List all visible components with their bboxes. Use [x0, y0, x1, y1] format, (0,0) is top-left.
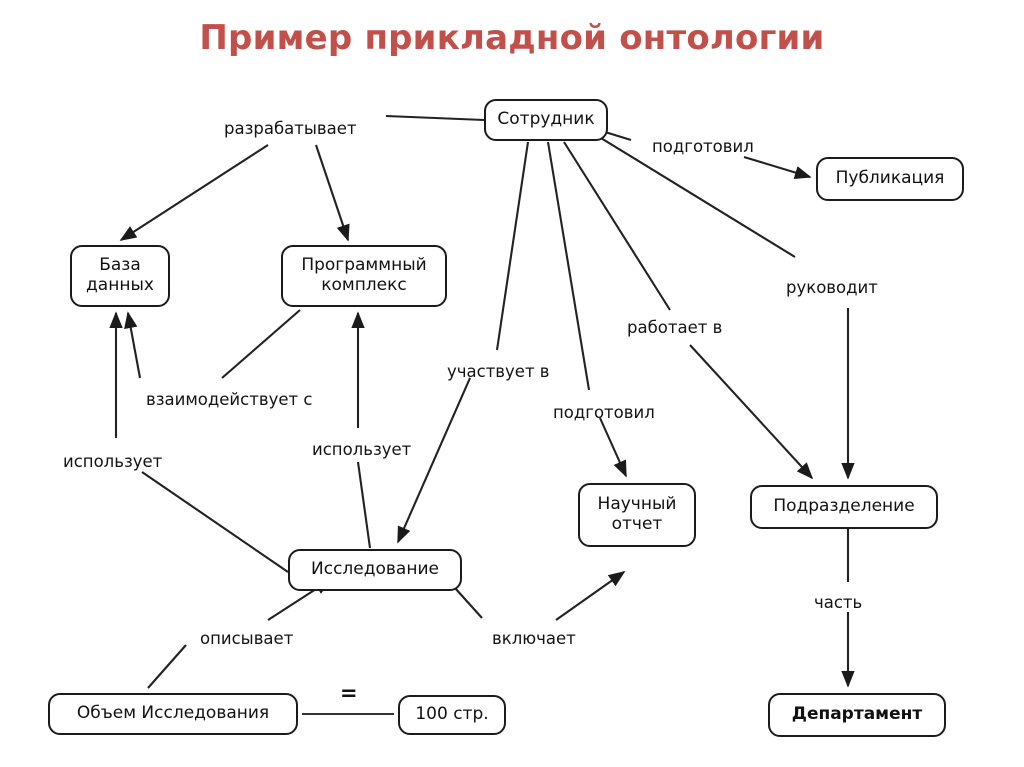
- node-podrazdelenie[interactable]: Подразделение: [750, 485, 938, 529]
- edge-label-chast: часть: [814, 593, 863, 612]
- edge-label-podgotovil-publikaciya: подготовил: [652, 137, 754, 156]
- edge-label-podgotovil-otchet: подготовил: [553, 403, 655, 422]
- edge-line-podgotovil-otchet-a: [546, 141, 591, 391]
- edge-line-podgotovil-publikaciya-2: [743, 155, 812, 180]
- edge-line-rabotaet-v-a: [563, 141, 671, 311]
- edge-label-rukovodit: руководит: [786, 278, 878, 297]
- edge-line-vzaimodeystvuet-b: [124, 311, 142, 379]
- edge-line-opisyvaet-a: [147, 644, 187, 689]
- edge-label-ispolzuet-programmnyy: использует: [312, 440, 412, 459]
- edge-label-ispolzuet-baza: использует: [63, 452, 163, 471]
- node-baza-dannyh[interactable]: База данных: [70, 245, 170, 307]
- edge-line-ispolzuet-baza-a: [141, 471, 289, 573]
- edge-label-razrabatyvaet: разрабатывает: [224, 119, 357, 138]
- edge-line-rukovodit-a: [595, 134, 796, 258]
- edge-line-razrabatyvaet-trunk: [385, 114, 485, 122]
- edge-label-vklyuchaet: включает: [492, 629, 576, 648]
- edge-label-opisyvaet: описывает: [200, 629, 294, 648]
- page-title: Пример прикладной онтологии: [199, 18, 825, 58]
- edge-label-uchastvuet-v: участвует в: [447, 362, 550, 381]
- edge-label-vzaimodeystvuet-s: взаимодействует с: [146, 390, 313, 409]
- edge-line-uchastvuet-v-a: [495, 141, 530, 351]
- node-sotrudnik[interactable]: Сотрудник: [484, 99, 608, 141]
- edge-label-rabotaet-v: работает в: [627, 318, 723, 337]
- edge-label-ravno: =: [340, 681, 358, 705]
- node-obyem-issledovaniya[interactable]: Объем Исследования: [48, 693, 298, 735]
- node-nauchnyy-otchet[interactable]: Научный отчет: [578, 483, 696, 547]
- edge-line-razrabatyvaet-programmnyy: [315, 144, 350, 242]
- edge-line-uchastvuet-v-b: [397, 377, 471, 544]
- node-issledovanie[interactable]: Исследование: [288, 549, 462, 591]
- node-100-str[interactable]: 100 стр.: [398, 695, 506, 735]
- node-programmnyy-kompleks[interactable]: Программный комплекс: [281, 245, 447, 307]
- edge-line-vklyuchaet-b: [555, 571, 626, 621]
- edge-line-podgotovil-otchet-b: [599, 417, 627, 478]
- edge-line-rabotaet-v-b: [689, 344, 814, 480]
- node-departament[interactable]: Департамент: [768, 693, 946, 737]
- edge-line-razrabatyvaet-baza: [119, 144, 269, 241]
- node-publikaciya[interactable]: Публикация: [816, 157, 964, 201]
- edge-line-vzaimodeystvuet-a: [221, 309, 301, 379]
- edge-line-ispolzuet-pk-a: [356, 461, 372, 549]
